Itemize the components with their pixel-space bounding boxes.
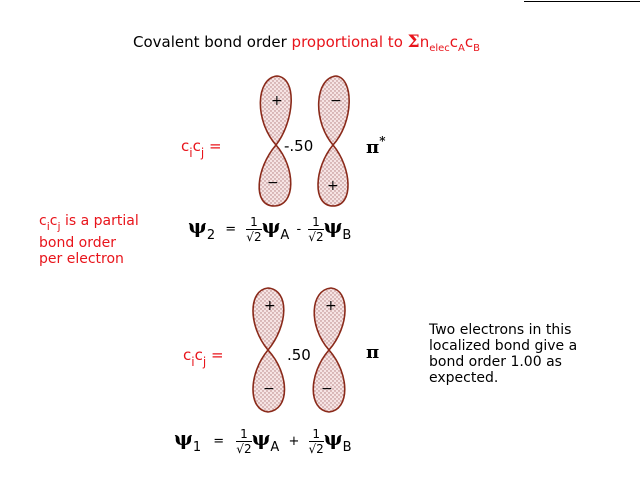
partial-bond-order-note: cicj is a partial bond order per electro…	[39, 213, 139, 267]
sign-pi-star-left-lower: −	[267, 175, 279, 191]
pi-left-lower-lobe	[252, 348, 286, 413]
sign-pi-right-upper: +	[325, 298, 337, 314]
sign-pi-right-lower: −	[321, 381, 333, 397]
sigma-symbol: Σ	[407, 32, 420, 52]
psi1-coefficient-b: 1√2	[308, 427, 324, 456]
psi2-coefficient-b: 1√2	[308, 215, 324, 244]
top-rule	[524, 1, 640, 2]
pi-left-upper-lobe	[252, 287, 285, 352]
sign-pi-left-lower: −	[263, 381, 275, 397]
conclusion-note: Two electrons in this localized bond giv…	[429, 322, 578, 386]
sign-pi-star-left-upper: +	[271, 93, 283, 109]
pi-star-bond-value: -.50	[284, 137, 314, 155]
pi-right-upper-lobe	[313, 287, 346, 352]
sign-pi-left-upper: +	[264, 298, 276, 314]
pi-star-coefficient-product-label: cicj =	[181, 137, 222, 160]
pi-bond-value: .50	[287, 346, 311, 364]
pi-star-right-lower-lobe	[317, 143, 349, 207]
pi-symbol: π	[366, 342, 380, 363]
pi-star-left-lower-lobe	[258, 143, 292, 207]
psi2-coefficient-a: 1√2	[246, 215, 262, 244]
pi-star-left-upper-lobe	[259, 75, 292, 147]
pi-star-right-upper-lobe	[317, 75, 350, 147]
sign-pi-star-right-upper: −	[330, 93, 342, 109]
title-highlight: proportional to ΣneleccAcB	[291, 32, 481, 54]
sign-pi-star-right-lower: +	[327, 178, 339, 194]
title-prefix: Covalent bond order	[133, 33, 287, 51]
pi-right-lower-lobe	[312, 348, 346, 413]
pi-coefficient-product-label: cicj =	[183, 346, 224, 369]
page-title: Covalent bond order proportional to Σnel…	[133, 32, 480, 54]
pi-star-symbol: π*	[366, 134, 386, 158]
psi1-coefficient-a: 1√2	[236, 427, 252, 456]
